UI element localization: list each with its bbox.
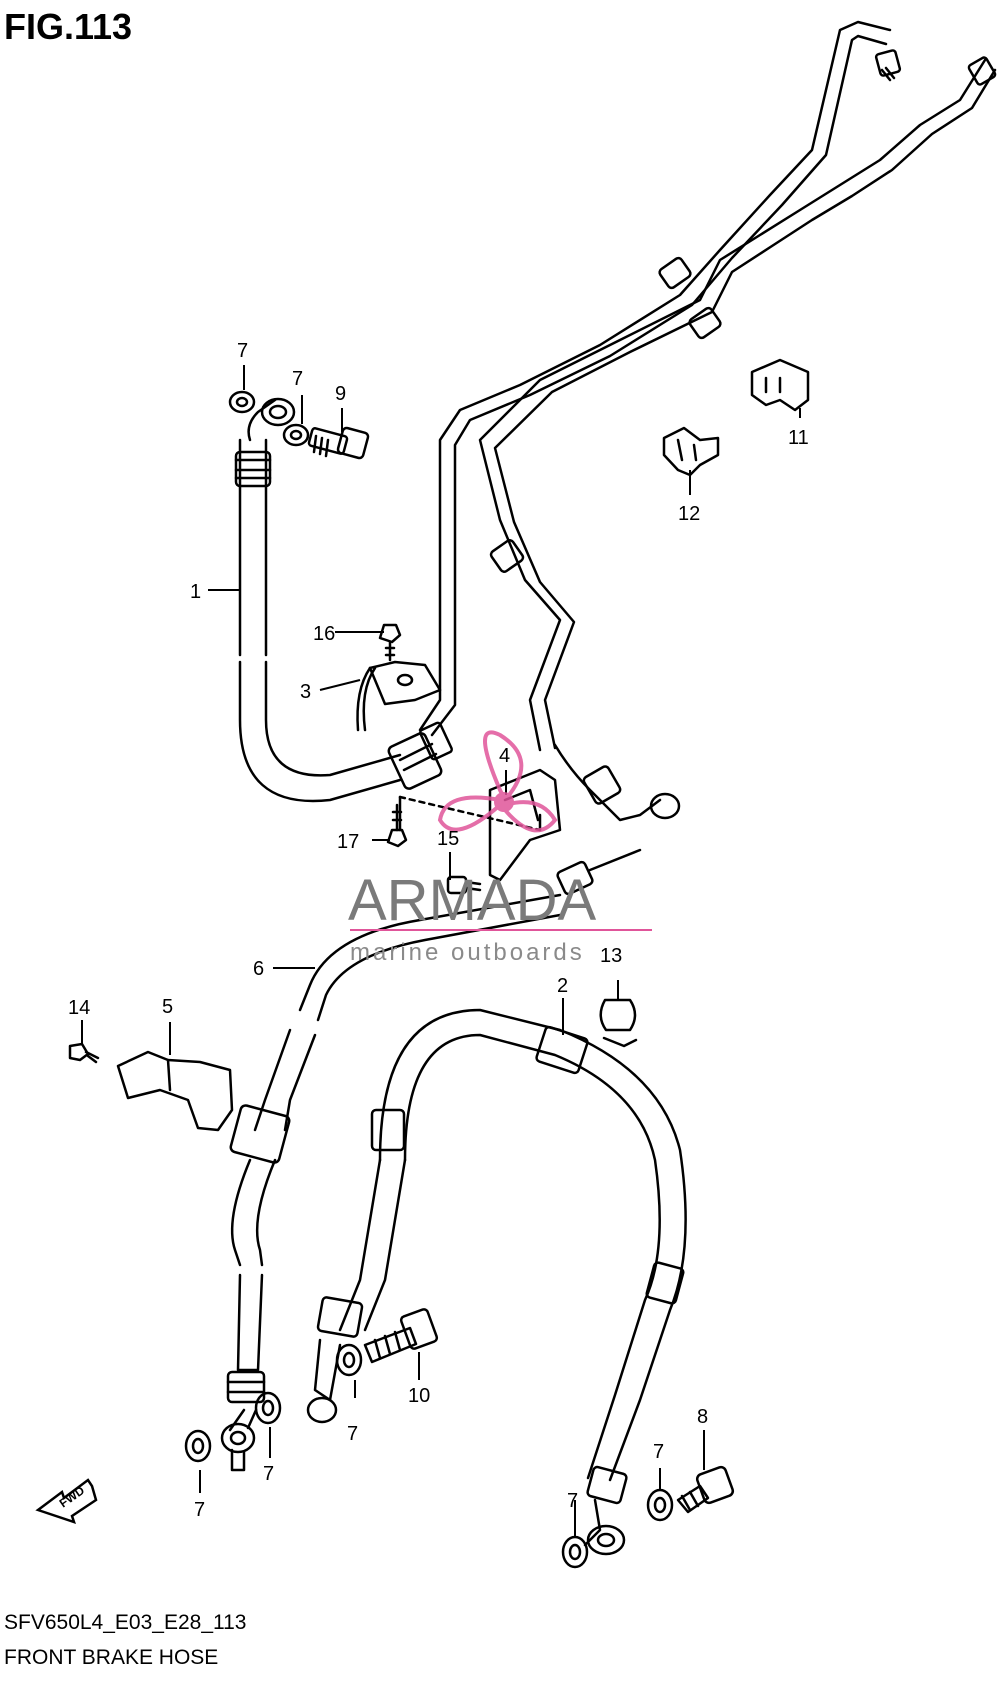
washer-part-7: [561, 1535, 589, 1569]
callout-7: 7: [347, 1423, 358, 1445]
hose-part-2: [306, 1008, 687, 1556]
upper-brake-pipe-right: [478, 58, 997, 752]
callout-7: 7: [237, 340, 248, 362]
washer-part-7: [335, 1343, 363, 1377]
callout-14: 14: [68, 997, 90, 1019]
clamp-part-12: [662, 426, 720, 477]
callout-2: 2: [557, 975, 568, 997]
callout-4: 4: [499, 745, 510, 767]
callout-7: 7: [263, 1463, 274, 1485]
pipe-end-fitting-right: [967, 56, 997, 86]
callout-7: 7: [194, 1499, 205, 1521]
callout-16: 16: [313, 623, 335, 645]
callout-12: 12: [678, 503, 700, 525]
pipe-grommet: [688, 306, 722, 340]
callout-17: 17: [337, 831, 359, 853]
bolt-part-14: [68, 1042, 100, 1064]
bolt-part-17: [386, 803, 408, 848]
callouts: 1 2 3 4 5 6 7 7 7 7 7 7 7 8 9 10 11 12 1…: [68, 340, 809, 1521]
bolt-part-16: [378, 623, 402, 662]
banjo-bolt-part-8: [676, 1465, 735, 1514]
pipe-grommet: [658, 256, 692, 290]
washer-part-7: [228, 390, 256, 414]
callout-7: 7: [567, 1490, 578, 1512]
callout-10: 10: [408, 1385, 430, 1407]
watermark-tagline: marine outboards: [350, 939, 585, 966]
watermark-logo-icon: [437, 730, 558, 833]
callout-9: 9: [335, 383, 346, 405]
callout-1: 1: [190, 581, 201, 603]
figure-title: FIG.113: [4, 6, 133, 47]
callout-7: 7: [292, 368, 303, 390]
callout-15: 15: [437, 828, 459, 850]
watermark-brand: ARMADA: [348, 868, 596, 933]
clamp-part-11: [750, 358, 810, 412]
banjo-bolt-part-10: [363, 1308, 439, 1364]
callout-8: 8: [697, 1406, 708, 1428]
bracket-part-4: [488, 768, 562, 882]
clamp-part-3: [356, 660, 442, 732]
clip-part-13: [599, 998, 638, 1048]
pipe-end-fitting-left: [874, 49, 902, 82]
bolt-part-15: [446, 875, 482, 895]
model-code: SFV650L4_E03_E28_113: [4, 1611, 247, 1634]
callout-3: 3: [300, 681, 311, 703]
callout-13: 13: [600, 945, 622, 967]
callout-5: 5: [162, 996, 173, 1018]
hose-part-6: [220, 893, 562, 1472]
washer-part-7: [254, 1391, 282, 1425]
diagram-name: FRONT BRAKE HOSE: [4, 1646, 219, 1669]
callout-7: 7: [653, 1441, 664, 1463]
washer-part-7: [646, 1488, 674, 1522]
bracket-part-5: [116, 1050, 234, 1132]
washer-part-7: [184, 1429, 212, 1463]
three-way-joint: [553, 743, 681, 896]
callout-11: 11: [788, 427, 809, 449]
pipe-grommet: [489, 539, 525, 573]
forward-direction-arrow: FWD: [35, 1478, 98, 1524]
hose-part-1: [234, 397, 402, 803]
banjo-bolt-part-9: [307, 426, 370, 460]
washer-part-7: [282, 423, 310, 447]
callout-6: 6: [253, 958, 264, 980]
hose-union-fitting: [387, 721, 453, 790]
watermark: ARMADA marine outboards: [348, 730, 652, 966]
upper-brake-pipe-left: [418, 20, 892, 737]
